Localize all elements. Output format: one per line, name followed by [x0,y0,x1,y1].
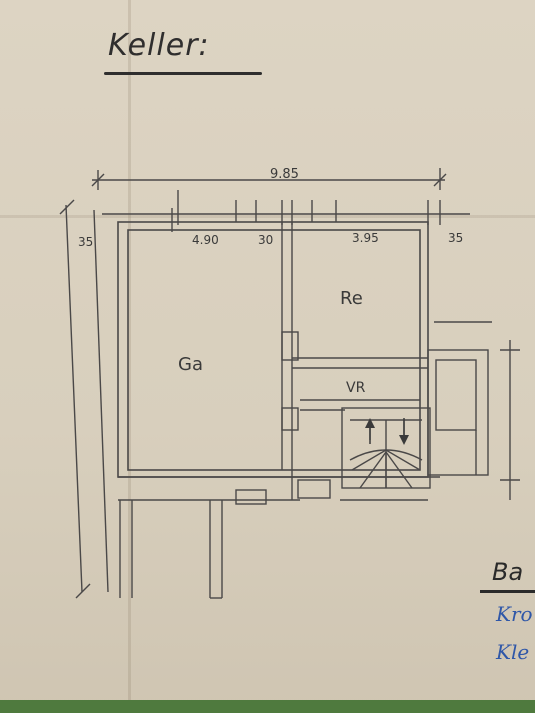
dim-left-wall: 35 [78,235,93,249]
dim-wall-middle: 30 [258,233,273,247]
title-underline [104,72,262,75]
openings [171,200,337,505]
dim-left-room: 4.90 [192,233,219,247]
paper-fold-horizontal [0,215,535,218]
corner-underline [480,590,535,593]
right-annex [427,321,520,500]
dim-right-wall: 35 [448,231,463,245]
foundation-extension [119,500,223,599]
ink-note-1: Kro [496,602,533,626]
background-surface [0,700,535,713]
room-label-garage: Ga [178,354,203,375]
staircase [341,407,431,489]
paper-fold-vertical [128,0,131,713]
room-label-re: Re [340,288,363,309]
dim-overall: 9.85 [270,167,299,182]
dim-right-room: 3.95 [352,231,379,245]
corner-label: Ba [492,558,524,586]
dimension-line-left [65,204,83,593]
plan-title: Keller: [108,28,210,63]
room-label-vr: VR [346,380,366,396]
ink-note-2: Kle [496,640,530,664]
stair-arrows [365,418,409,445]
outer-walls [117,221,429,478]
